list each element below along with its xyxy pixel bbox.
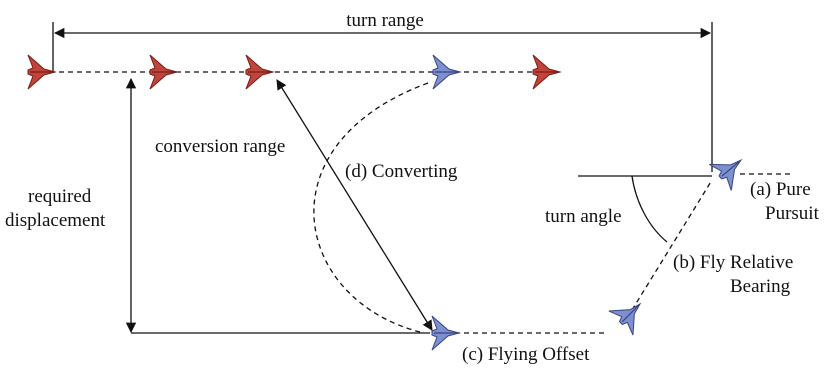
pure-pursuit-label-line2: Pursuit: [765, 203, 820, 224]
relative-bearing-path: [631, 179, 713, 311]
fighter-aircraft-1: [432, 54, 462, 90]
fighter-aircraft-2: [431, 315, 461, 351]
fighter-aircraft-4: [709, 158, 743, 191]
target-aircraft-1: [27, 54, 57, 90]
flying-offset-label: (c) Flying Offset: [462, 344, 590, 365]
converting-label: (d) Converting: [345, 161, 458, 182]
turn-range-label: turn range: [346, 10, 424, 31]
required-label-line2: displacement: [5, 210, 106, 231]
target-aircraft-4: [532, 54, 562, 90]
turn-angle-arc: [631, 175, 668, 243]
pure-pursuit-label-line1: (a) Pure: [750, 179, 811, 200]
conversion-range-arrow: [276, 79, 433, 331]
fighter-aircraft-3: [608, 302, 642, 336]
target-aircraft-2: [149, 54, 179, 90]
turn-angle-label: turn angle: [545, 206, 622, 227]
converting-arc: [313, 82, 429, 333]
target-aircraft-3: [245, 54, 275, 90]
fly-relative-label-line2: Bearing: [730, 276, 791, 297]
conversion-range-label: conversion range: [155, 136, 285, 157]
fly-relative-label-line1: (b) Fly Relative: [673, 252, 793, 273]
required-label-line1: required: [28, 186, 92, 207]
